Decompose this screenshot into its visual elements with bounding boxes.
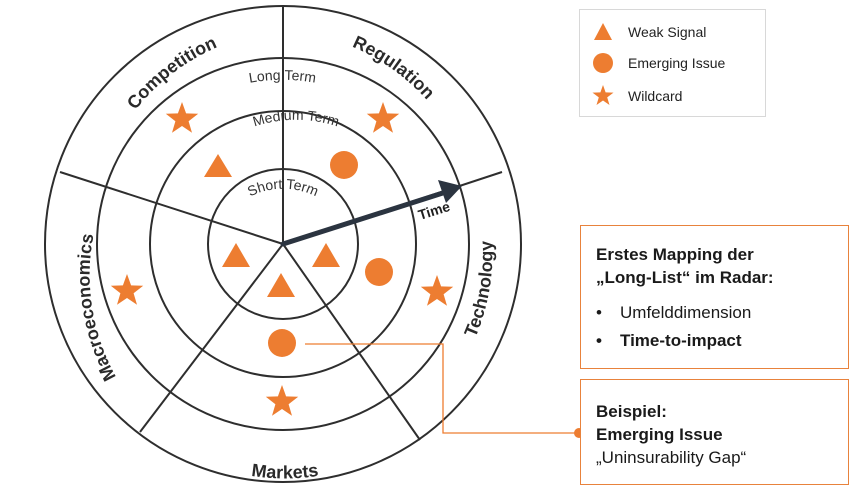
star-icon [590,84,616,108]
example-connector [305,343,578,434]
legend-item-wildcard: Wildcard [590,84,682,108]
wildcard-star [366,102,400,133]
emerging-issue-circle [330,151,358,179]
segment-label-competition: Competition [123,32,219,113]
list-item-text: Time-to-impact [620,331,742,350]
list-item: • Time-to-impact [596,327,848,355]
bullet-icon: • [596,303,602,322]
segment-label-markets: Markets [251,460,320,483]
legend-item-weak-signal: Weak Signal [590,20,706,44]
list-item-text: Umfelddimension [620,303,752,322]
emerging-issue-circle [365,258,393,286]
weak-signal-triangle [312,243,340,267]
divider-lower-left [139,243,284,433]
legend: Weak Signal Emerging Issue Wildcard [579,9,766,117]
ring-label-medium-term: Medium Term [251,107,341,130]
example-info-box: Beispiel: Emerging Issue „Uninsurability… [580,379,849,485]
legend-item-emerging-issue: Emerging Issue [590,51,725,75]
weak-signal-triangle [204,154,232,177]
mapping-title-line2: „Long-List“ im Radar: [596,268,774,287]
wildcard-star [420,275,454,306]
legend-label: Emerging Issue [628,55,726,71]
wildcard-star [110,274,144,305]
segment-label-regulation: Regulation [350,32,439,103]
time-arrow: Time [280,180,462,247]
divider-left [59,171,284,245]
mapping-list: • Umfelddimension • Time-to-impact [596,299,848,355]
divider-lower-right [282,243,421,441]
example-title-line1: Beispiel: [596,402,667,421]
mapping-title-line1: Erstes Mapping der [596,245,754,264]
list-item: • Umfelddimension [596,299,848,327]
mapping-info-box: Erstes Mapping der „Long-List“ im Radar:… [580,225,849,369]
circle-icon [590,51,616,75]
wildcard-star [265,385,299,416]
bullet-icon: • [596,331,602,350]
legend-label: Wildcard [628,88,683,104]
weak-signal-triangle [222,243,250,267]
segment-label-technology: Technology [460,241,496,340]
wildcard-star [165,102,199,133]
example-title-line2: Emerging Issue [596,425,723,444]
legend-label: Weak Signal [628,24,707,40]
triangle-icon [590,20,616,44]
emerging-issue-circle [268,329,296,357]
example-subtitle: „Uninsurability Gap“ [596,448,747,467]
weak-signal-triangle [267,273,295,297]
